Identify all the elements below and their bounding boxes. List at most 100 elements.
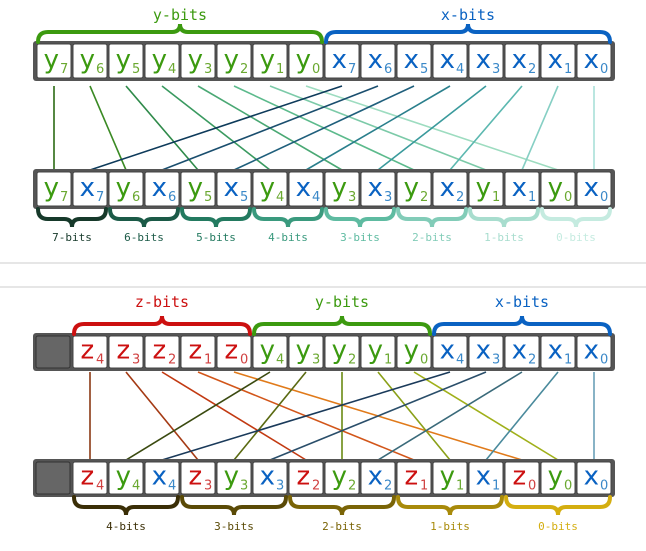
- bit-letter: y: [116, 45, 131, 75]
- bit-subscript: 2: [456, 190, 464, 205]
- bit-subscript: 0: [564, 479, 572, 494]
- bit-cell-box: [468, 335, 504, 369]
- bit-group-label: 0-bits: [556, 231, 596, 244]
- bit-letter: y: [296, 45, 311, 75]
- connection-line: [233, 85, 415, 171]
- bit-group-label: 6-bits: [124, 231, 164, 244]
- bit-cell-box: [288, 43, 324, 79]
- bit-subscript: 2: [528, 353, 536, 368]
- bit-letter: y: [224, 45, 239, 75]
- bit-cell-box: [252, 171, 288, 207]
- bit-cell-box: [108, 171, 144, 207]
- bit-group-label: 2-bits: [322, 520, 362, 533]
- bit-cell-box: [216, 43, 252, 79]
- bit-subscript: 1: [492, 479, 500, 494]
- bit-letter: x: [512, 173, 527, 203]
- bit-subscript: 0: [564, 190, 572, 205]
- bit-cell-box: [252, 461, 288, 495]
- bit-letter: y: [44, 173, 59, 203]
- bit-subscript: 4: [312, 190, 320, 205]
- bit-letter: y: [368, 335, 383, 365]
- bit-letter: x: [584, 335, 599, 365]
- bit-letter: z: [152, 335, 166, 365]
- bit-letter: x: [476, 461, 491, 491]
- bit-cell-box: [576, 461, 612, 495]
- bit-subscript: 0: [600, 62, 608, 77]
- bit-cell-box: [324, 43, 360, 79]
- bit-subscript: 4: [276, 353, 284, 368]
- bit-cell-box: [504, 461, 540, 495]
- bit-letter: y: [332, 335, 347, 365]
- bit-letter: y: [548, 173, 563, 203]
- bit-subscript: 0: [420, 353, 428, 368]
- bit-letter: y: [260, 173, 275, 203]
- group-brace: [252, 315, 432, 336]
- bit-group-brace: [36, 207, 108, 228]
- bit-letter: x: [512, 335, 527, 365]
- bit-cell-box: [216, 171, 252, 207]
- bit-cell-box: [108, 461, 144, 495]
- connection-lines: [53, 85, 595, 171]
- bit-subscript: 1: [204, 353, 212, 368]
- unused-padding-cell: [35, 335, 71, 369]
- connection-line: [161, 371, 307, 461]
- bit-subscript: 6: [384, 62, 392, 77]
- bit-subscript: 1: [456, 479, 464, 494]
- bit-cell-box: [252, 43, 288, 79]
- bit-letter: x: [584, 45, 599, 75]
- bit-letter: x: [440, 45, 455, 75]
- bit-subscript: 3: [204, 62, 212, 77]
- bit-cell-box: [576, 335, 612, 369]
- bit-cell-box: [72, 461, 108, 495]
- bit-subscript: 1: [276, 62, 284, 77]
- bit-subscript: 0: [312, 62, 320, 77]
- bit-subscript: 1: [528, 190, 536, 205]
- bit-cell-box: [504, 43, 540, 79]
- bit-cell-box: [468, 171, 504, 207]
- bit-cell-box: [396, 43, 432, 79]
- bit-cell-box: [540, 171, 576, 207]
- bit-subscript: 5: [420, 62, 428, 77]
- bit-subscript: 7: [60, 62, 68, 77]
- bit-letter: y: [188, 45, 203, 75]
- bit-group-brace: [396, 207, 468, 228]
- bit-cell-box: [360, 461, 396, 495]
- bit-cell-box: [576, 171, 612, 207]
- connection-line: [125, 85, 199, 171]
- bit-subscript: 3: [312, 353, 320, 368]
- bit-group-brace: [396, 495, 504, 516]
- bit-subscript: 5: [204, 190, 212, 205]
- bit-group-label: 2-bits: [412, 231, 452, 244]
- bit-cell-box: [144, 335, 180, 369]
- connection-line: [161, 85, 379, 171]
- connection-line: [449, 85, 523, 171]
- bit-group-label: 4-bits: [106, 520, 146, 533]
- bit-letter: y: [116, 461, 131, 491]
- unused-padding-cell: [35, 461, 71, 495]
- bit-cell-box: [468, 461, 504, 495]
- bit-letter: x: [224, 173, 239, 203]
- bit-subscript: 3: [384, 190, 392, 205]
- bit-letter: x: [260, 461, 275, 491]
- bit-cell-box: [72, 335, 108, 369]
- bit-subscript: 4: [132, 479, 140, 494]
- bit-subscript: 0: [528, 479, 536, 494]
